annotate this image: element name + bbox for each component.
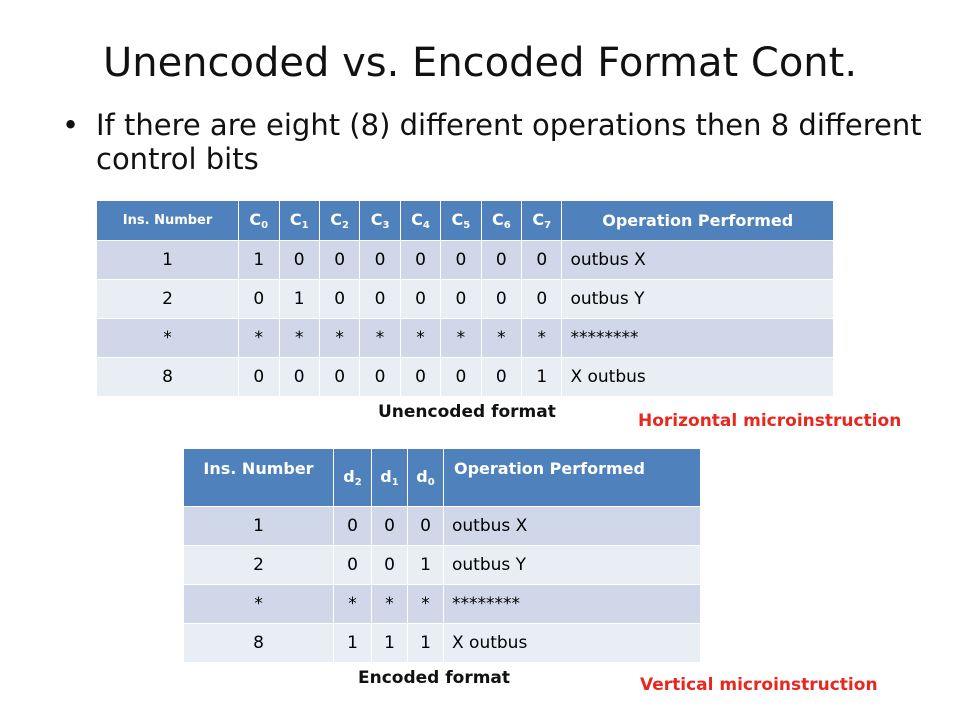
- unencoded-table: Ins. Number C0 C1 C2 C3 C4 C5 C6 C7 Oper…: [95, 200, 834, 397]
- cell-bit: 0: [399, 279, 442, 319]
- cell-bit: 0: [399, 240, 442, 280]
- slide-title: Unencoded vs. Encoded Format Cont.: [102, 40, 858, 86]
- cell-bit: 1: [521, 357, 563, 397]
- cell-bit: 0: [278, 240, 320, 280]
- cell-bit: 1: [371, 623, 408, 663]
- header-c5: C5: [440, 200, 482, 241]
- encoded-table: Ins. Number d2 d1 d0 Operation Performed…: [183, 448, 701, 663]
- header-operation: Operation Performed: [561, 200, 834, 241]
- cell-ins: *: [95, 318, 240, 358]
- table-row: 8 1 1 1 X outbus: [183, 623, 701, 663]
- table-row: 2 0 1 0 0 0 0 0 0 outbus Y: [95, 279, 834, 319]
- cell-bit: 0: [440, 240, 482, 280]
- cell-bit: 1: [278, 279, 320, 319]
- cell-ins: 2: [183, 545, 334, 585]
- cell-bit: 0: [371, 506, 408, 546]
- bullet-dot-icon: •: [62, 108, 80, 142]
- header-operation: Operation Performed: [443, 448, 701, 507]
- cell-bit: *: [480, 318, 523, 358]
- cell-bit: *: [399, 318, 442, 358]
- cell-bit: 1: [333, 623, 372, 663]
- cell-bit: *: [407, 584, 444, 624]
- cell-ins: 2: [95, 279, 240, 319]
- cell-bit: 0: [440, 279, 482, 319]
- cell-bit: 0: [238, 279, 280, 319]
- table-row: 2 0 0 1 outbus Y: [183, 545, 701, 585]
- cell-bit: 0: [480, 240, 523, 280]
- cell-bit: *: [371, 584, 408, 624]
- cell-operation: outbus Y: [443, 545, 701, 585]
- table-row: 1 1 0 0 0 0 0 0 0 outbus X: [95, 240, 834, 280]
- header-c2: C2: [318, 200, 361, 241]
- cell-operation: outbus X: [443, 506, 701, 546]
- cell-bit: 0: [521, 240, 563, 280]
- table-row: 1 0 0 0 outbus X: [183, 506, 701, 546]
- cell-bit: 1: [407, 545, 444, 585]
- cell-bit: 0: [238, 357, 280, 397]
- header-c4: C4: [399, 200, 442, 241]
- header-d0: d0: [407, 448, 444, 507]
- cell-bit: 0: [333, 545, 372, 585]
- cell-bit: 0: [318, 357, 361, 397]
- cell-bit: 0: [521, 279, 563, 319]
- table-row: 8 0 0 0 0 0 0 0 1 X outbus: [95, 357, 834, 397]
- cell-bit: *: [238, 318, 280, 358]
- table-row: * * * * * * * * * ********: [95, 318, 834, 358]
- cell-operation: X outbus: [561, 357, 834, 397]
- header-c0: C0: [238, 200, 280, 241]
- cell-ins: *: [183, 584, 334, 624]
- cell-bit: 0: [407, 506, 444, 546]
- cell-bit: *: [359, 318, 401, 358]
- cell-bit: 0: [333, 506, 372, 546]
- cell-bit: 0: [359, 240, 401, 280]
- header-d2: d2: [333, 448, 372, 507]
- cell-bit: 0: [318, 279, 361, 319]
- bullet-text: If there are eight (8) different operati…: [96, 108, 922, 176]
- cell-bit: 0: [318, 240, 361, 280]
- cell-bit: *: [278, 318, 320, 358]
- cell-operation: ********: [561, 318, 834, 358]
- cell-bit: *: [318, 318, 361, 358]
- cell-bit: 0: [480, 357, 523, 397]
- cell-operation: outbus X: [561, 240, 834, 280]
- table-row: * * * * ********: [183, 584, 701, 624]
- cell-bit: *: [440, 318, 482, 358]
- cell-bit: 0: [440, 357, 482, 397]
- cell-bit: 0: [278, 357, 320, 397]
- cell-bit: *: [521, 318, 563, 358]
- cell-ins: 1: [95, 240, 240, 280]
- header-c6: C6: [480, 200, 523, 241]
- cell-bit: 1: [407, 623, 444, 663]
- cell-ins: 8: [183, 623, 334, 663]
- cell-bit: 1: [238, 240, 280, 280]
- table-header-row: Ins. Number C0 C1 C2 C3 C4 C5 C6 C7 Oper…: [95, 200, 834, 241]
- cell-ins: 8: [95, 357, 240, 397]
- cell-operation: ********: [443, 584, 701, 624]
- header-d1: d1: [371, 448, 408, 507]
- cell-bit: 0: [480, 279, 523, 319]
- header-ins-number: Ins. Number: [95, 200, 240, 241]
- header-c7: C7: [521, 200, 563, 241]
- cell-bit: *: [333, 584, 372, 624]
- cell-operation: outbus Y: [561, 279, 834, 319]
- cell-bit: 0: [359, 357, 401, 397]
- table-header-row: Ins. Number d2 d1 d0 Operation Performed: [183, 448, 701, 507]
- cell-operation: X outbus: [443, 623, 701, 663]
- header-c3: C3: [359, 200, 401, 241]
- cell-ins: 1: [183, 506, 334, 546]
- caption-horizontal: Horizontal microinstruction: [638, 411, 902, 431]
- cell-bit: 0: [359, 279, 401, 319]
- cell-bit: 0: [399, 357, 442, 397]
- cell-bit: 0: [371, 545, 408, 585]
- caption-encoded: Encoded format: [358, 668, 511, 688]
- header-c1: C1: [278, 200, 320, 241]
- caption-vertical: Vertical microinstruction: [640, 675, 878, 695]
- header-ins-number: Ins. Number: [183, 448, 334, 507]
- caption-unencoded: Unencoded format: [378, 402, 556, 422]
